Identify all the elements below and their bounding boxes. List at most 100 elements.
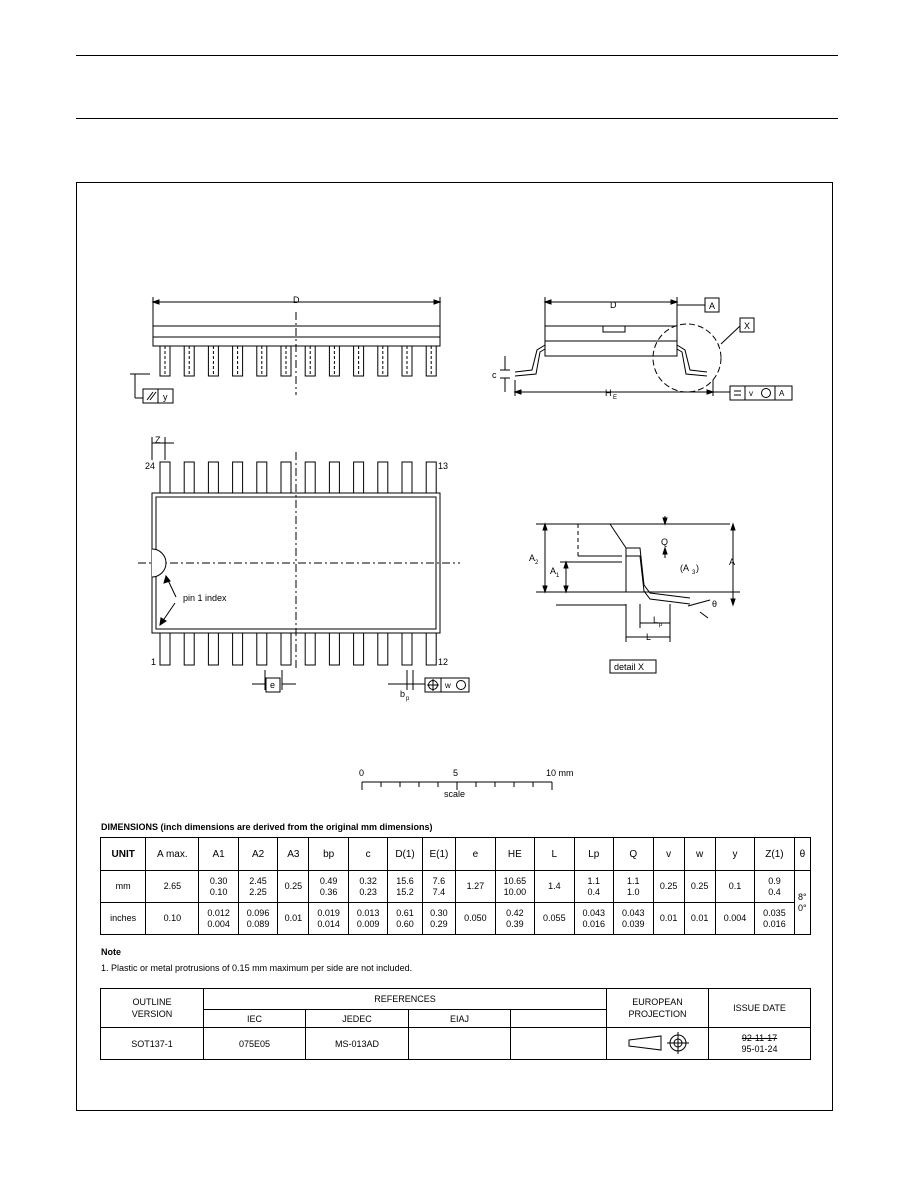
- dim-theta: 8°0°: [793, 870, 812, 935]
- issue-date-value: 92-11-17 95-01-24: [708, 1027, 811, 1060]
- label-pin13: 13: [438, 461, 448, 471]
- top-pin-upper: [207, 461, 219, 494]
- top-pin-lower: [304, 632, 316, 666]
- issue-date-old: 92-11-17: [741, 1032, 778, 1043]
- label-A3: (A: [680, 563, 689, 573]
- dim-header: A max.: [145, 837, 200, 871]
- dim-header: c: [347, 837, 389, 871]
- top-pin-upper: [377, 461, 389, 494]
- dim-header: e: [455, 837, 496, 871]
- dim-header: Lp: [573, 837, 615, 871]
- european-projection-header: EUROPEAN PROJECTION: [606, 988, 709, 1028]
- projection-symbol: [606, 1027, 709, 1060]
- top-pin-lower: [328, 632, 340, 666]
- scale-5: 5: [453, 768, 458, 778]
- label-A-ref: A: [779, 389, 785, 398]
- scale-bar: [361, 781, 553, 790]
- label-bp: b: [400, 689, 405, 699]
- top-pin-lower: [401, 632, 413, 666]
- label-Z: Z: [155, 435, 161, 445]
- blank-value: [510, 1027, 607, 1060]
- label-D-top: D: [293, 295, 300, 305]
- dim-cell: 0.01: [683, 902, 716, 935]
- dim-header: Z(1): [754, 837, 795, 871]
- label-pin1: 1: [151, 657, 156, 667]
- scale-10: 10 mm: [546, 768, 574, 778]
- dim-header: A1: [198, 837, 239, 871]
- label-detail-x: detail X: [614, 662, 644, 672]
- dim-cell: 1.4: [534, 870, 575, 903]
- top-view: [138, 437, 470, 693]
- top-pin-lower: [353, 632, 365, 666]
- label-L: L: [646, 632, 651, 642]
- side-view-top: [130, 297, 442, 404]
- references-table: OUTLINE VERSION REFERENCES EUROPEAN PROJ…: [100, 988, 811, 1060]
- label-D-side: D: [610, 300, 617, 310]
- issue-date-new: 95-01-24: [741, 1043, 778, 1054]
- jedec-value: MS-013AD: [305, 1027, 409, 1060]
- label-c: c: [492, 370, 497, 380]
- label-pin1-index: pin 1 index: [183, 593, 227, 603]
- label-A2: A: [529, 553, 535, 563]
- dim-header: y: [714, 837, 756, 871]
- label-Q: Q: [661, 537, 668, 547]
- detail-x: [536, 516, 740, 674]
- scale-caption: scale: [444, 789, 465, 799]
- jedec-header: JEDEC: [305, 1009, 409, 1028]
- dim-header: A3: [277, 837, 310, 871]
- dim-header: Q: [613, 837, 654, 871]
- dim-header: UNIT: [99, 837, 147, 871]
- top-pin-lower: [159, 632, 171, 666]
- outline-version-header: OUTLINE VERSION: [100, 988, 204, 1028]
- label-A1-sub: 1: [556, 573, 560, 579]
- top-pin-lower: [425, 632, 437, 666]
- dim-header: bp: [308, 837, 349, 871]
- label-w-ref: w: [444, 681, 451, 690]
- top-pin-upper: [232, 461, 244, 494]
- dim-cell: 2.65: [145, 870, 200, 903]
- end-view: [500, 297, 793, 401]
- dim-header: L: [534, 837, 575, 871]
- top-pin-upper: [280, 461, 292, 494]
- outline-version-value: SOT137-1: [100, 1027, 204, 1060]
- label-A-box: A: [709, 301, 715, 311]
- top-pin-lower: [183, 632, 195, 666]
- header-rule-bottom: [76, 118, 838, 119]
- dim-cell: 1.27: [455, 870, 496, 903]
- package-drawing: D D A X c H E y v A Z 24 13 1 12 pin 1 i…: [130, 295, 793, 799]
- label-Lp: L: [653, 615, 658, 625]
- scale-0: 0: [359, 768, 364, 778]
- label-A-right: A: [729, 557, 735, 567]
- label-e: e: [270, 680, 275, 690]
- eiaj-header: EIAJ: [408, 1009, 511, 1028]
- top-pin-upper: [256, 461, 268, 494]
- label-y: y: [163, 392, 168, 402]
- top-pin-lower: [280, 632, 292, 666]
- dim-cell: 0.004: [714, 902, 756, 935]
- dim-header: w: [683, 837, 716, 871]
- iec-value: 075E05: [203, 1027, 306, 1060]
- label-Lp-sub: p: [659, 622, 663, 628]
- top-pin-lower: [256, 632, 268, 666]
- top-pin-upper: [304, 461, 316, 494]
- iec-header: IEC: [203, 1009, 306, 1028]
- dim-header: θ: [793, 837, 812, 871]
- dim-cell: 0.01: [277, 902, 310, 935]
- label-X-box: X: [744, 321, 750, 331]
